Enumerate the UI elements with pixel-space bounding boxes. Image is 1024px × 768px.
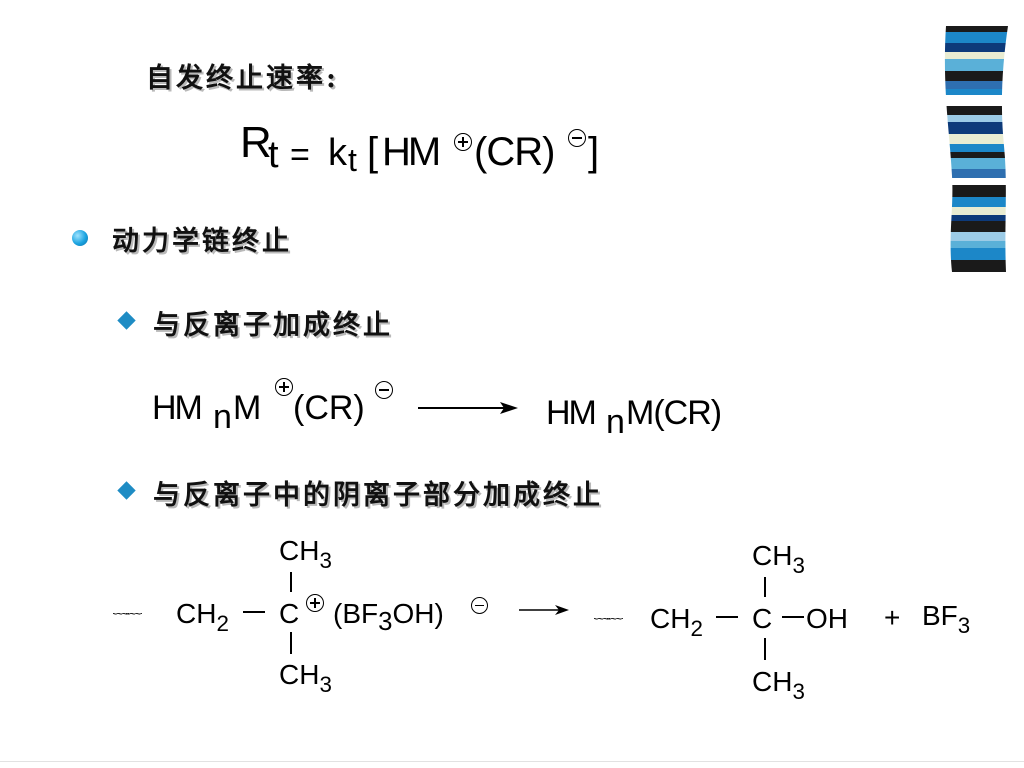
counterion-cr: (CR)	[474, 130, 555, 174]
ribbon-stripe	[944, 115, 1008, 122]
ribbon-stripe	[944, 26, 1008, 32]
methyl-top: CH3	[279, 535, 332, 573]
carbocation-carbon: C	[279, 598, 300, 629]
reactant-n-subscript: n	[213, 398, 232, 436]
ribbon-stripe	[944, 43, 1008, 52]
ribbon-stripe	[944, 270, 1008, 272]
bullet-diamond-icon	[117, 311, 136, 330]
bracket-open: [	[367, 130, 379, 174]
methylene-group: CH2	[176, 598, 229, 636]
minus-charge-icon	[568, 129, 586, 147]
kinetic-chain-termination-label: 动力学链终止	[112, 226, 292, 257]
minus-charge-icon	[471, 597, 488, 614]
ribbon-stripe	[944, 221, 1008, 232]
plus-sign: +	[884, 602, 901, 633]
striped-ribbon-icon	[944, 26, 1008, 272]
ribbon-stripe	[944, 178, 1008, 185]
plus-charge-icon	[275, 378, 293, 396]
ribbon-stripe	[944, 89, 1008, 95]
ribbon-stripe	[944, 134, 1008, 144]
rate-constant-subscript: t	[348, 142, 357, 178]
ribbon-stripe	[944, 81, 1008, 89]
bond-line	[290, 572, 292, 592]
ribbon-stripe	[944, 32, 1008, 43]
equals-sign: =	[290, 136, 310, 174]
methyl-bottom: CH3	[752, 666, 805, 704]
plus-charge-icon	[306, 594, 324, 612]
reaction-arrow	[418, 402, 518, 414]
ribbon-stripe	[944, 59, 1008, 71]
bond-line	[764, 638, 766, 660]
rate-symbol: R	[240, 118, 272, 167]
methyl-bottom: CH3	[279, 659, 332, 697]
ribbon-stripe	[944, 232, 1008, 241]
anion-fragment-addition-label: 与反离子中的阴离子部分加成终止	[153, 480, 603, 511]
bond-line	[782, 616, 804, 618]
bond-line	[290, 632, 292, 654]
hm-species: HM	[382, 130, 441, 174]
ribbon-stripe	[944, 215, 1008, 221]
counterion-bf3oh: (BF3OH)	[333, 598, 444, 637]
bullet-dot-icon	[72, 230, 88, 246]
product-n-subscript: n	[606, 403, 625, 441]
ribbon-stripe	[944, 241, 1008, 248]
counterion-addition-label: 与反离子加成终止	[153, 310, 393, 341]
ribbon-stripe	[944, 185, 1008, 197]
heading-title: 自发终止速率:	[146, 63, 339, 94]
hydroxyl-group: OH	[806, 603, 848, 634]
ribbon-stripe	[944, 152, 1008, 158]
bullet-diamond-icon	[117, 481, 136, 500]
reaction-arrow	[519, 605, 569, 615]
ribbon-stripe	[944, 158, 1008, 169]
reactant-hm: HM	[152, 389, 203, 427]
polymer-chain-wave: ﹏﹏	[594, 605, 623, 622]
ribbon-stripe	[944, 52, 1008, 59]
methyl-top: CH3	[752, 540, 805, 578]
rate-subscript: t	[268, 134, 279, 176]
ribbon-stripe	[944, 197, 1008, 207]
ribbon-stripe	[944, 122, 1008, 134]
product-hm: HM	[546, 394, 597, 432]
ribbon-stripe	[944, 106, 1008, 115]
bracket-close: ]	[588, 130, 600, 174]
ribbon-stripe	[944, 207, 1008, 215]
boron-trifluoride: BF3	[922, 600, 971, 638]
bond-line	[764, 577, 766, 597]
footer-divider	[0, 761, 1024, 762]
ribbon-stripe	[944, 169, 1008, 178]
reactant-m: M	[233, 389, 262, 427]
bond-line	[716, 616, 738, 618]
ribbon-stripe	[944, 260, 1008, 270]
reactant-counterion: (CR)	[293, 389, 365, 427]
minus-charge-icon	[375, 381, 393, 399]
bond-line	[243, 611, 265, 613]
polymer-chain-wave: ﹏﹏	[113, 600, 142, 617]
rate-constant: k	[328, 132, 347, 174]
ribbon-stripe	[944, 144, 1008, 152]
ribbon-stripe	[944, 95, 1008, 106]
ribbon-stripe	[944, 248, 1008, 260]
product-mcr: M(CR)	[626, 394, 722, 432]
quaternary-carbon: C	[752, 603, 773, 634]
ribbon-stripe	[944, 71, 1008, 81]
plus-charge-icon	[454, 133, 472, 151]
methylene-group: CH2	[650, 603, 703, 641]
